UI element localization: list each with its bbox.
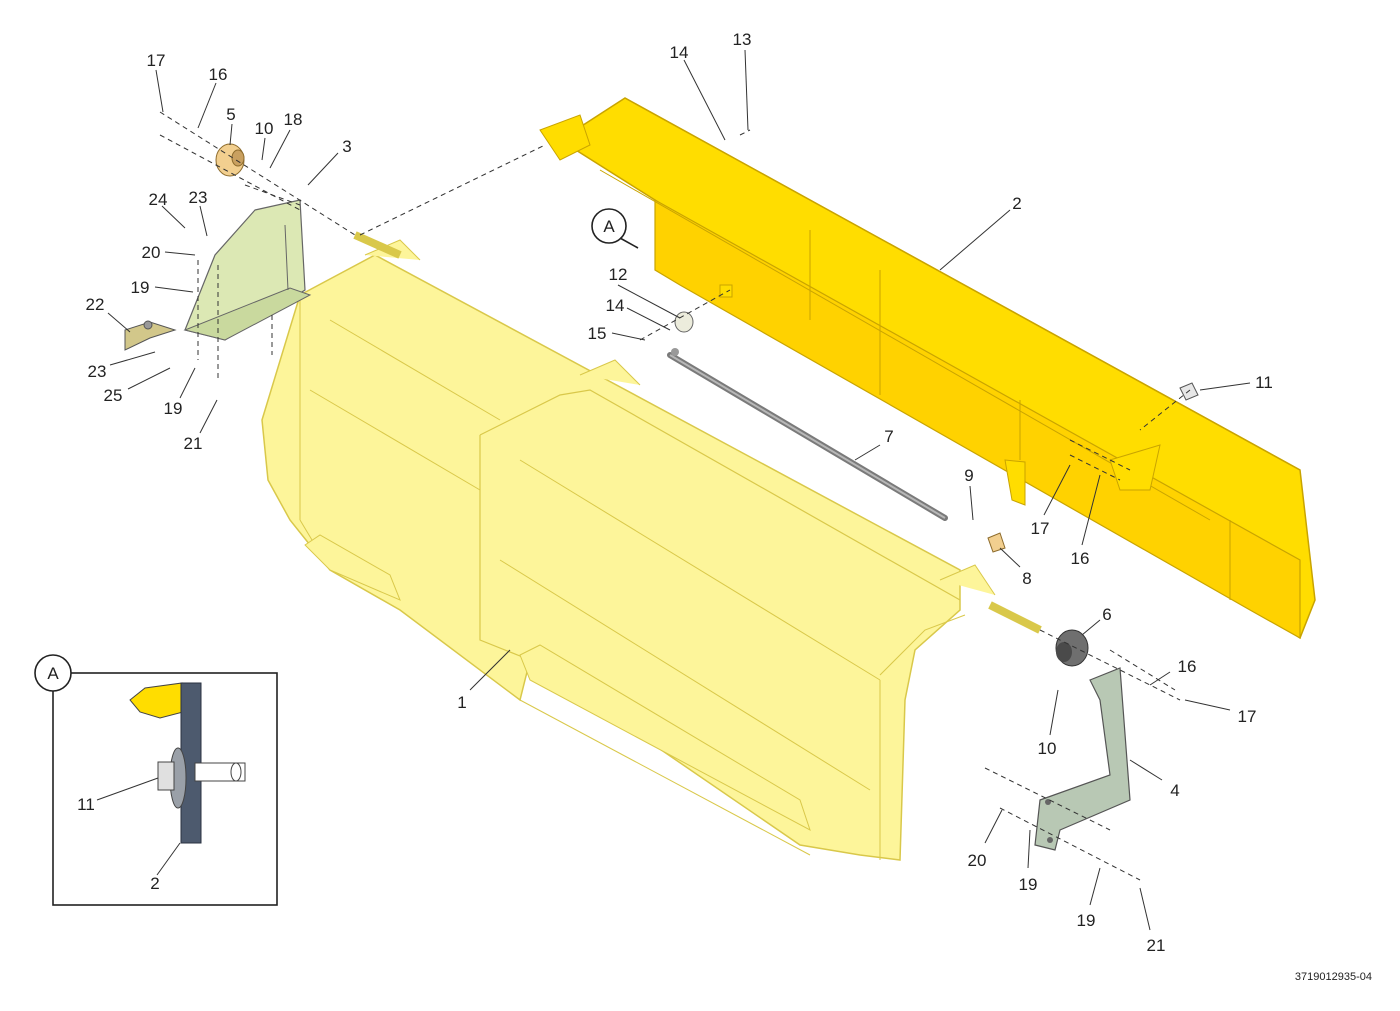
callout-16-right: 16 [1178, 657, 1197, 676]
callout-11: 11 [1255, 373, 1273, 392]
gray-bushing-part [1055, 629, 1089, 667]
callout-14-mid: 14 [606, 296, 625, 315]
hopper-axle-stub-left [353, 231, 402, 259]
document-number: 3719012935-04 [1294, 971, 1372, 983]
callout-13: 13 [733, 30, 752, 49]
hopper-axle-stub-right [988, 601, 1042, 634]
shaft-rod-part [667, 348, 948, 521]
callout-2: 2 [1012, 194, 1021, 213]
lid-cover-part [539, 97, 1316, 640]
callout-7: 7 [884, 427, 893, 446]
callout-15: 15 [588, 324, 607, 343]
grease-fitting-part [987, 532, 1006, 553]
callout-19-left-b: 19 [164, 399, 183, 418]
callout-5: 5 [226, 105, 235, 124]
detail-a-inset: A 11 2 [34, 654, 278, 906]
callout-20-left: 20 [142, 243, 161, 262]
callout-20-right: 20 [968, 851, 987, 870]
callout-4: 4 [1170, 781, 1179, 800]
callout-19-right-b: 19 [1077, 911, 1096, 930]
leader-lines [107, 49, 1251, 931]
callout-10-top: 10 [255, 119, 274, 138]
callout-numbers: 1 2 3 4 5 6 7 8 9 10 10 11 12 13 14 14 1… [86, 30, 1273, 955]
detail-a-label-11: 11 [77, 795, 95, 814]
assembly-dashed-lines [159, 111, 1191, 881]
callout-17-left: 17 [147, 51, 166, 70]
callout-a-label: A [603, 217, 615, 236]
callout-16-mid: 16 [1071, 549, 1090, 568]
callout-1: 1 [457, 693, 466, 712]
callout-8: 8 [1022, 569, 1031, 588]
callout-23-top: 23 [189, 188, 208, 207]
callout-19-right-a: 19 [1019, 875, 1038, 894]
callout-24: 24 [149, 190, 168, 209]
detail-a-label-2: 2 [150, 874, 159, 893]
hopper-tank-part [261, 239, 996, 861]
callout-21-left: 21 [184, 434, 203, 453]
callout-18: 18 [284, 110, 303, 129]
tan-bushing-part [215, 143, 245, 177]
callout-22: 22 [86, 295, 105, 314]
detail-a-tag: A [47, 664, 59, 683]
callout-23-bottom: 23 [88, 362, 107, 381]
callout-14-top: 14 [670, 43, 689, 62]
callout-6: 6 [1102, 605, 1111, 624]
small-angle-bracket-part [124, 320, 177, 351]
callout-21-right: 21 [1147, 936, 1166, 955]
detail-callout-bubble: A [591, 208, 639, 249]
right-bracket-part [1034, 667, 1131, 851]
callout-16-left: 16 [209, 65, 228, 84]
callout-19-left-a: 19 [131, 278, 150, 297]
callout-17-mid: 17 [1031, 519, 1050, 538]
callout-10-right: 10 [1038, 739, 1057, 758]
callout-17-right: 17 [1238, 707, 1257, 726]
callout-3: 3 [342, 137, 351, 156]
callout-25: 25 [104, 386, 123, 405]
bearing-fitting-part [1179, 382, 1199, 401]
callout-9: 9 [964, 466, 973, 485]
spacer-part [674, 311, 694, 333]
callout-12: 12 [609, 265, 628, 284]
